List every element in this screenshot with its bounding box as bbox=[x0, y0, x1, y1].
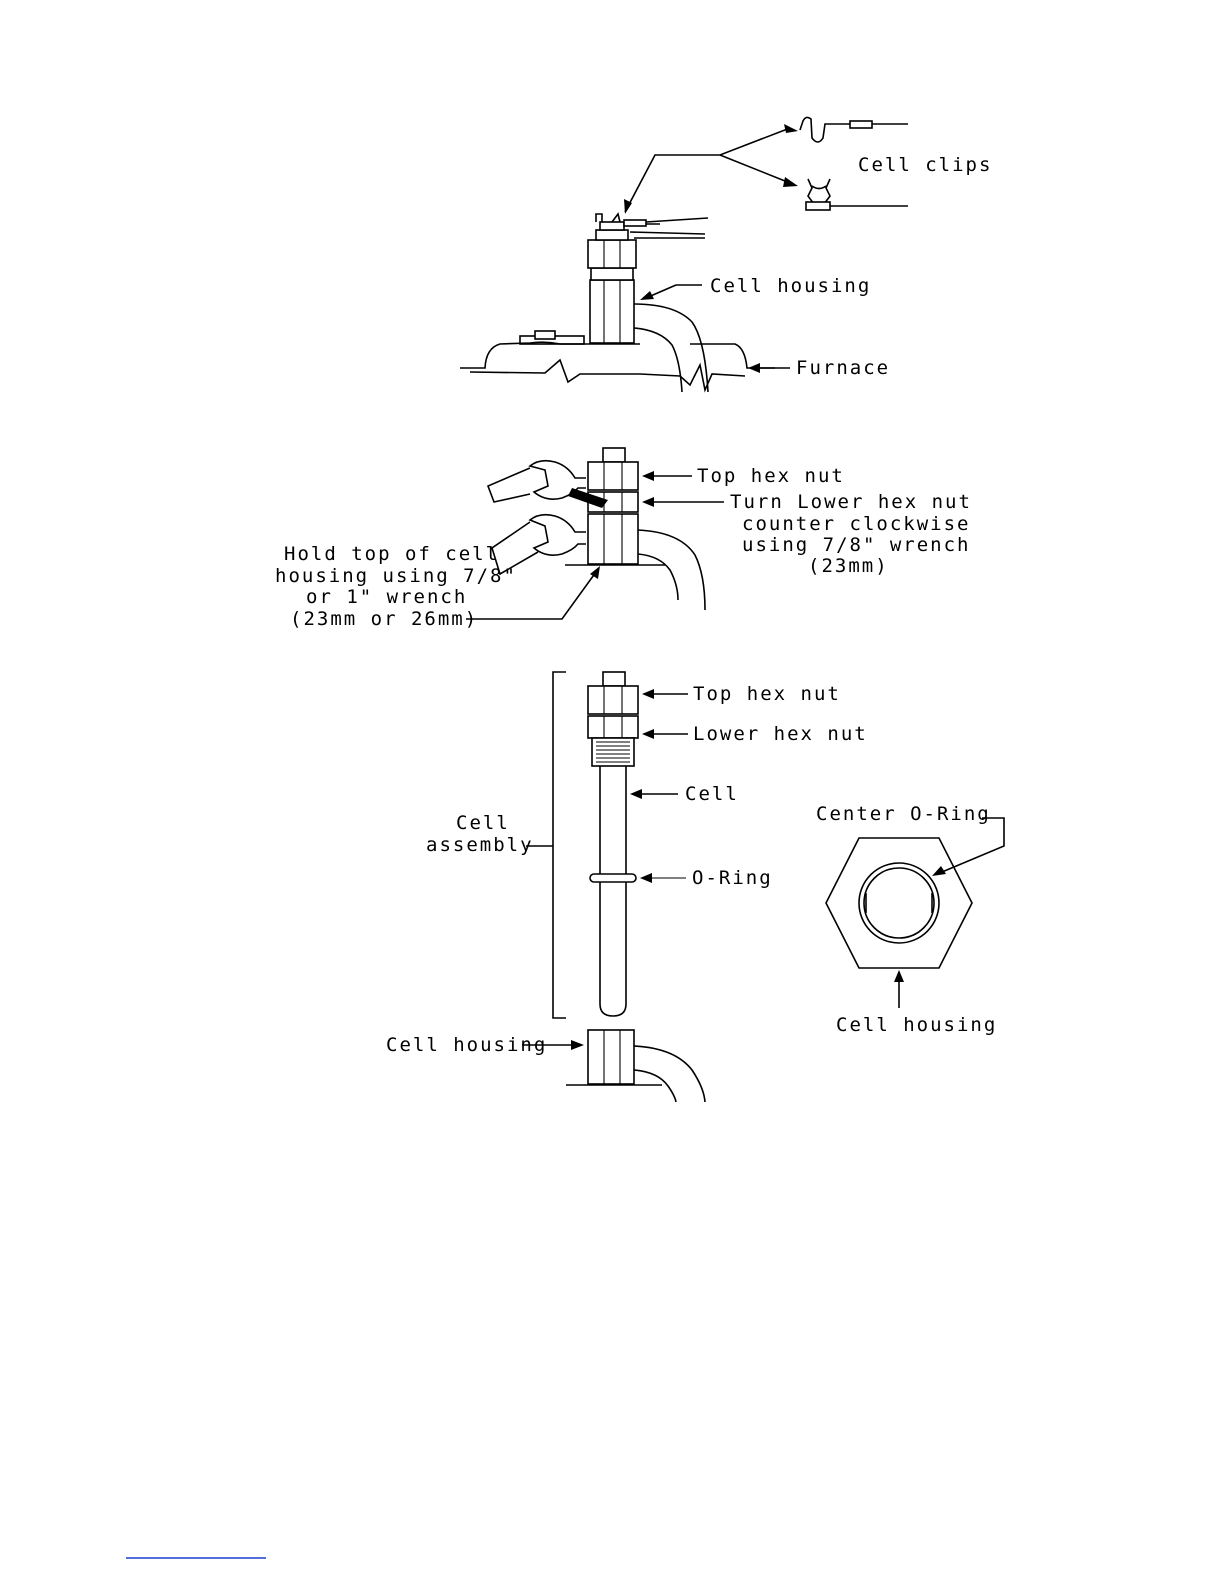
lower-hex-nut-3 bbox=[588, 716, 638, 738]
top-hex-nut-2 bbox=[588, 462, 638, 490]
cell-housing-1 bbox=[588, 222, 636, 343]
hold-housing-line-3: or 1" wrench bbox=[306, 586, 467, 608]
top-hex-nut-3 bbox=[588, 686, 638, 714]
turn-lower-hex-nut-line-3: using 7/8" wrench bbox=[742, 534, 970, 556]
cell-tube-top-3 bbox=[603, 672, 625, 686]
top-hex-nut-label-2: Top hex nut bbox=[697, 465, 845, 487]
hold-housing-line-2: housing using 7/8" bbox=[275, 565, 517, 587]
threaded-section bbox=[592, 738, 634, 766]
cell-clip-detail-1 bbox=[800, 117, 908, 142]
cell-tube-top-2 bbox=[603, 448, 625, 462]
cell-housing-label-3: Cell housing bbox=[386, 1034, 547, 1056]
o-ring-3 bbox=[590, 874, 636, 882]
turn-lower-hex-nut-line-4: (23mm) bbox=[808, 555, 889, 577]
turn-lower-hex-nut-line-1: Turn Lower hex nut bbox=[730, 491, 972, 513]
top-hex-nut-label-3: Top hex nut bbox=[693, 683, 841, 705]
cell-clips-label: Cell clips bbox=[858, 154, 992, 176]
cell-tube-3 bbox=[600, 766, 626, 1016]
cell-housing-label-1: Cell housing bbox=[710, 275, 871, 297]
hold-housing-line-4: (23mm or 26mm) bbox=[290, 608, 478, 630]
furnace-label: Furnace bbox=[796, 357, 890, 379]
furnace-wall bbox=[460, 342, 775, 390]
figure-installed-cell: Cell clips Cell housing Furnace bbox=[460, 117, 992, 392]
cell-clip-detail-2 bbox=[806, 179, 908, 210]
hex-cell-housing-label: Cell housing bbox=[836, 1014, 997, 1036]
cell-assembly-label-1: Cell bbox=[456, 812, 510, 834]
o-ring-label-3: O-Ring bbox=[692, 867, 773, 889]
figure-wrench-removal: Top hex nut Turn Lower hex nut counter c… bbox=[275, 448, 972, 630]
center-o-ring-label: Center O-Ring bbox=[816, 803, 991, 825]
side-pipe-1 bbox=[634, 304, 708, 392]
cell-label-3: Cell bbox=[685, 783, 739, 805]
hex-top-view bbox=[826, 838, 972, 968]
cell-clips-leader bbox=[624, 124, 798, 214]
hold-housing-line-1: Hold top of cell bbox=[284, 543, 499, 565]
cell-housing-2 bbox=[588, 514, 638, 564]
lower-hex-nut-label-3: Lower hex nut bbox=[693, 723, 868, 745]
assembly-bracket bbox=[553, 672, 566, 1018]
turn-lower-hex-nut-line-2: counter clockwise bbox=[742, 513, 970, 535]
figure-cell-assembly: Cell assembly Top hex nut Lower hex nut bbox=[386, 672, 1004, 1102]
cell-assembly-label-2: assembly bbox=[426, 834, 534, 856]
cell-housing-3 bbox=[588, 1030, 634, 1084]
